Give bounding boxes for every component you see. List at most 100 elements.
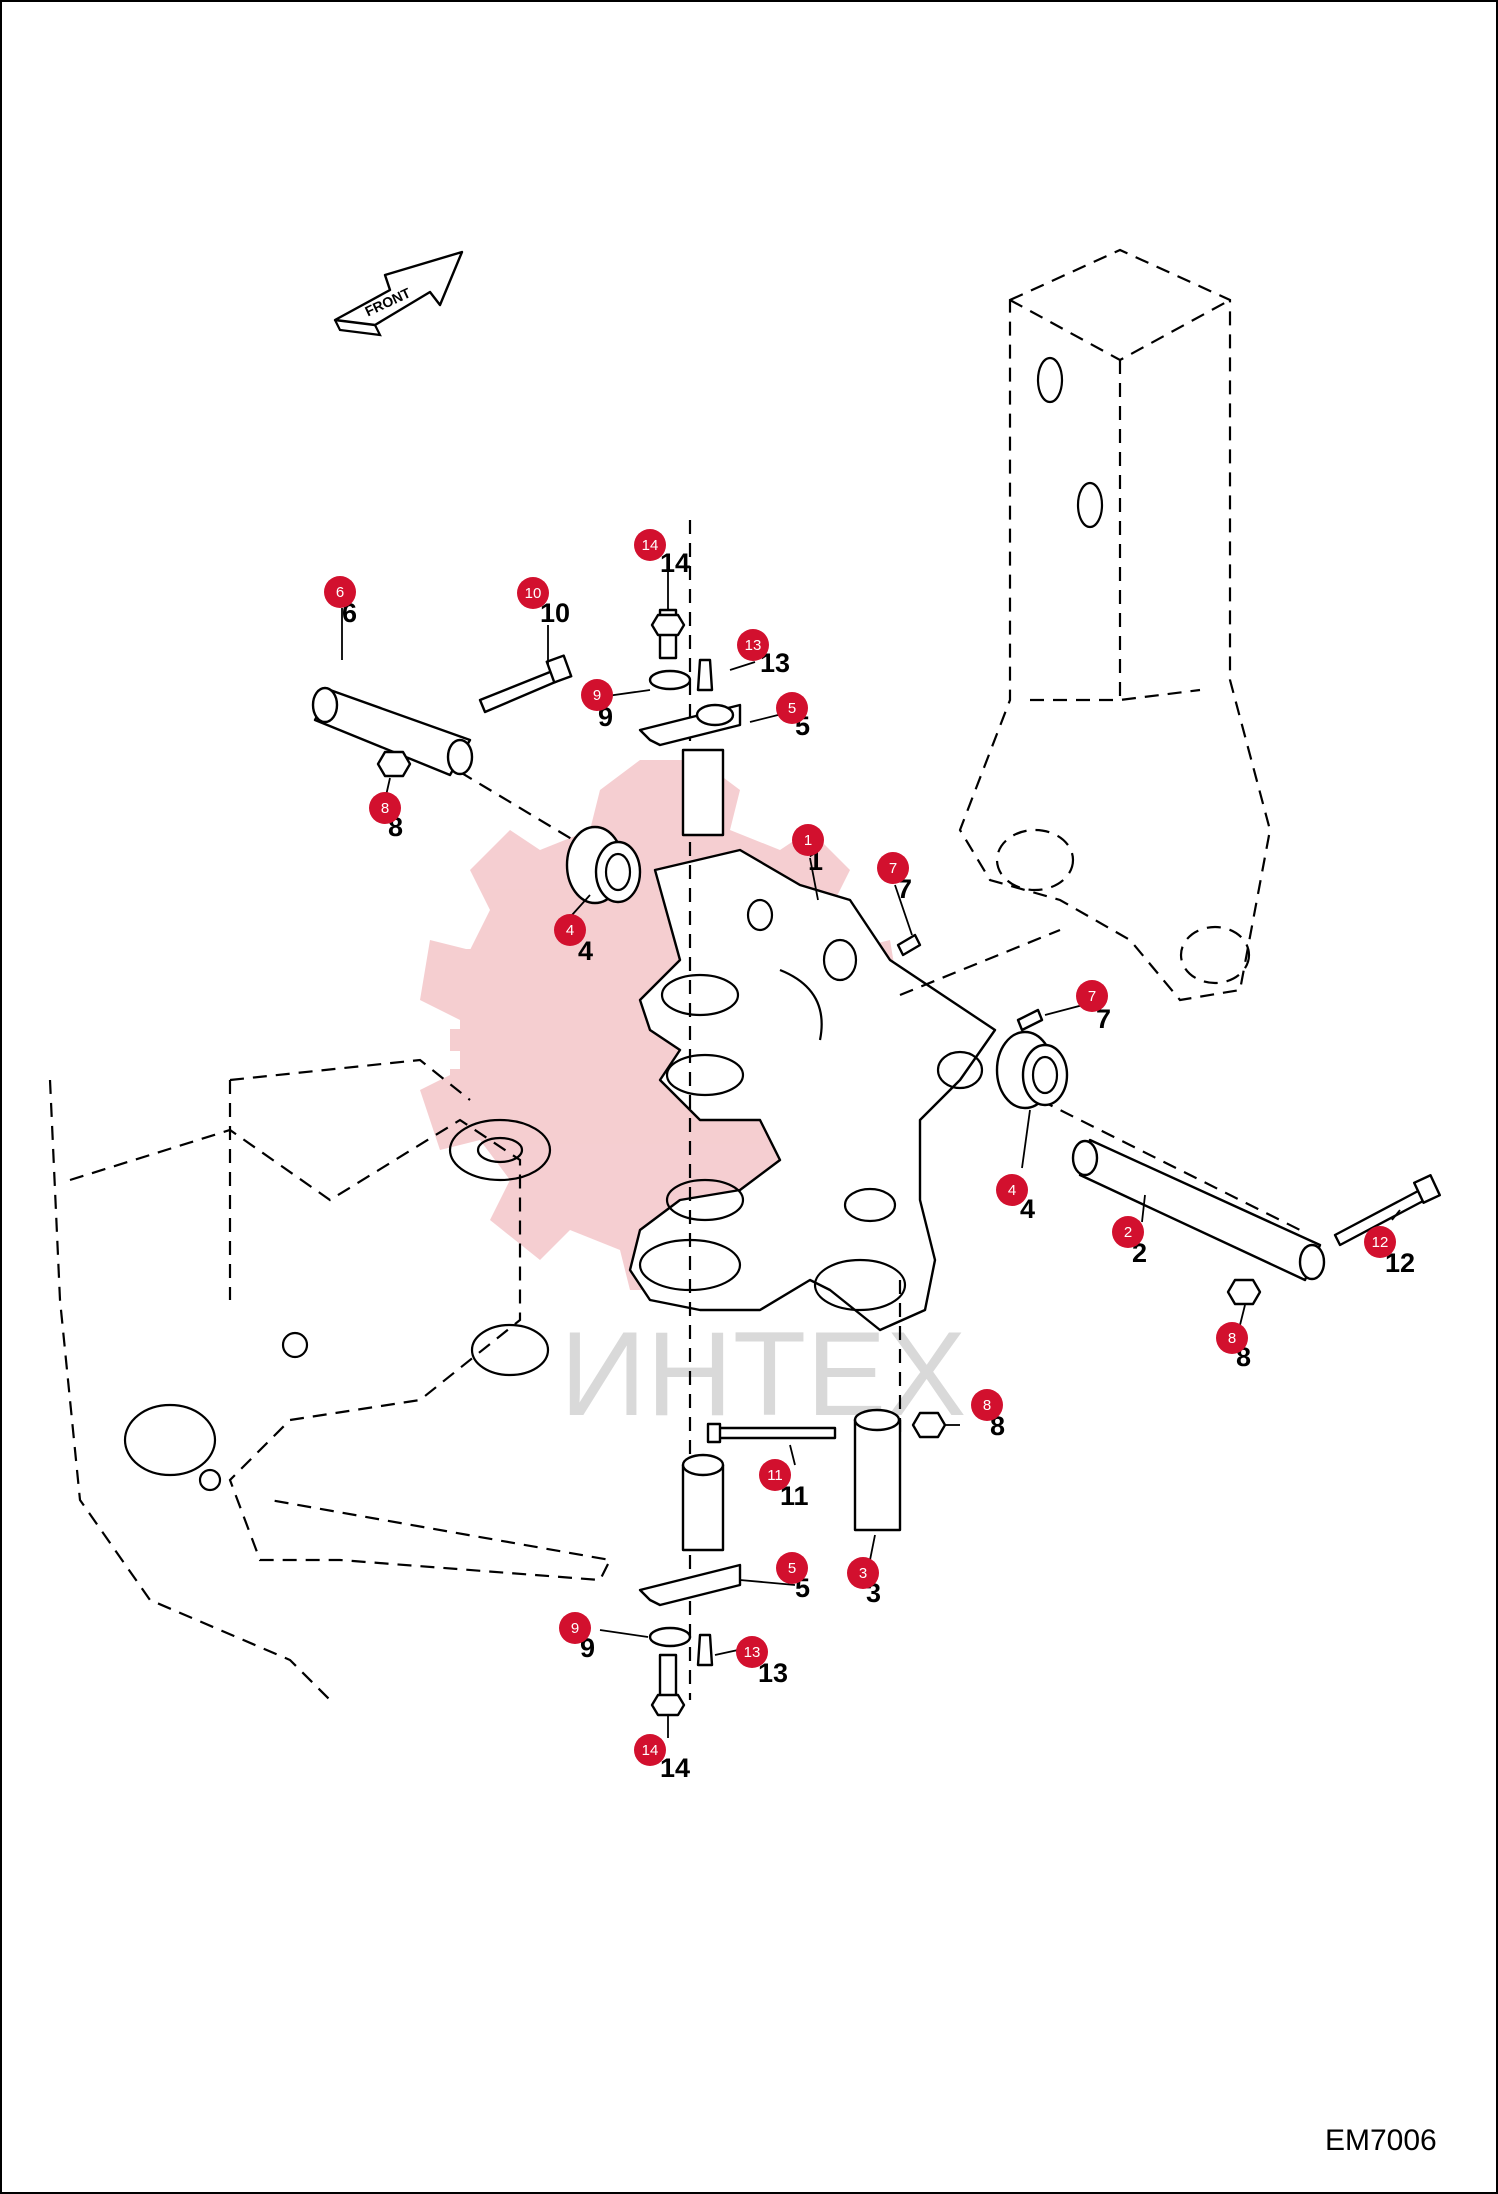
- callout-badge: [759, 1459, 791, 1491]
- boom-outline: [958, 248, 1272, 1002]
- callout-c2: 22: [1112, 1216, 1147, 1268]
- callout-badge: [736, 1636, 768, 1668]
- front-arrow: FRONT: [333, 250, 464, 337]
- callout-badge: [737, 629, 769, 661]
- callout-c4b: 44: [996, 1174, 1035, 1224]
- pin-2: [1071, 1138, 1326, 1282]
- callout-badge: [559, 1612, 591, 1644]
- callout-c7b: 77: [1076, 980, 1111, 1034]
- bushing-4-upper: [565, 825, 642, 905]
- callout-label: 8: [1228, 1330, 1236, 1347]
- bolt-11: [706, 1422, 837, 1444]
- callout-label: 8: [381, 800, 389, 817]
- part-number-c7b: 7: [1096, 1004, 1111, 1034]
- callout-badge: [1364, 1226, 1396, 1258]
- callout-label: 3: [859, 1565, 867, 1582]
- callout-c1: 11: [792, 824, 824, 876]
- callout-c9a: 99: [581, 679, 613, 732]
- bolt-10: [478, 654, 573, 714]
- bolt-14-upper: [650, 608, 686, 660]
- callout-badge: [792, 824, 824, 856]
- callout-c5b: 55: [776, 1552, 810, 1603]
- bushing-4-right: [995, 1030, 1069, 1110]
- callout-c8b: 88: [1216, 1322, 1251, 1372]
- callout-c3: 33: [847, 1557, 881, 1608]
- callout-label: 13: [745, 637, 762, 654]
- nut-8-lower: [911, 1411, 947, 1439]
- callout-label: 10: [525, 585, 542, 602]
- callout-label: 11: [767, 1467, 783, 1484]
- callout-badge: [776, 1552, 808, 1584]
- callout-c5a: 55: [776, 692, 810, 741]
- swing-bracket: [628, 848, 997, 1332]
- part-number-c14b: 14: [660, 1753, 690, 1783]
- callout-c7a: 77: [877, 852, 912, 904]
- part-number-c14a: 14: [660, 548, 690, 578]
- callout-badge: [776, 692, 808, 724]
- callout-badge: [1112, 1216, 1144, 1248]
- callout-badge: [1076, 980, 1108, 1012]
- pin-5-upper: [638, 703, 742, 837]
- pin-5-lower: [638, 1453, 742, 1607]
- bolt-14-lower: [650, 1653, 686, 1717]
- callout-label: 5: [788, 1560, 796, 1577]
- callout-c9b: 99: [559, 1612, 595, 1663]
- callout-label: 13: [744, 1644, 761, 1661]
- grease-fitting-13-lower: [696, 1633, 714, 1667]
- callout-markers: 1414661010131399558811774477442212128888…: [324, 529, 1415, 1783]
- pin-6: [311, 686, 474, 777]
- callout-label: 14: [642, 1742, 659, 1759]
- callout-badge: [847, 1557, 879, 1589]
- callout-c8a: 88: [369, 792, 403, 842]
- callout-c4a: 44: [554, 914, 593, 966]
- nut-8-top: [376, 750, 412, 778]
- callout-label: 12: [1372, 1234, 1389, 1251]
- callout-label: 7: [1088, 988, 1096, 1005]
- callout-badge: [324, 576, 356, 608]
- callout-badge: [517, 577, 549, 609]
- callout-badge: [554, 914, 586, 946]
- callout-label: 9: [593, 687, 601, 704]
- washer-9-lower: [648, 1626, 692, 1648]
- callout-label: 8: [983, 1397, 991, 1414]
- callout-badge: [581, 679, 613, 711]
- callout-c8c: 88: [971, 1389, 1005, 1441]
- bolt-12: [1333, 1174, 1442, 1247]
- washer-9-upper: [648, 669, 692, 691]
- callout-badge: [996, 1174, 1028, 1206]
- callout-badge: [971, 1389, 1003, 1421]
- part-number-c4a: 4: [578, 936, 593, 966]
- callout-label: 2: [1124, 1224, 1132, 1241]
- callout-label: 4: [566, 922, 574, 939]
- grease-fitting-7-right: [1016, 1008, 1044, 1032]
- callout-label: 4: [1008, 1182, 1016, 1199]
- part-number-c4b: 4: [1020, 1194, 1035, 1224]
- callout-label: 6: [336, 584, 344, 601]
- callout-badge: [634, 529, 666, 561]
- callout-label: 9: [571, 1620, 579, 1637]
- callout-badge: [1216, 1322, 1248, 1354]
- upper-frame-outline: [48, 1058, 612, 1701]
- callout-c6: 66: [324, 576, 357, 628]
- nut-8-right: [1226, 1278, 1262, 1306]
- watermark-text: ИНТЕХ: [560, 1307, 966, 1441]
- callout-badge: [877, 852, 909, 884]
- grease-fitting-13-upper: [696, 658, 714, 692]
- callout-label: 14: [642, 537, 659, 554]
- figure-code: EM7006: [1325, 2124, 1437, 2157]
- callout-label: 1: [804, 832, 812, 849]
- leader-lines: [341, 570, 1401, 1738]
- pin-3: [853, 1408, 902, 1532]
- grease-fitting-7-upper: [896, 933, 922, 957]
- callout-label: 5: [788, 700, 796, 717]
- callout-badge: [634, 1734, 666, 1766]
